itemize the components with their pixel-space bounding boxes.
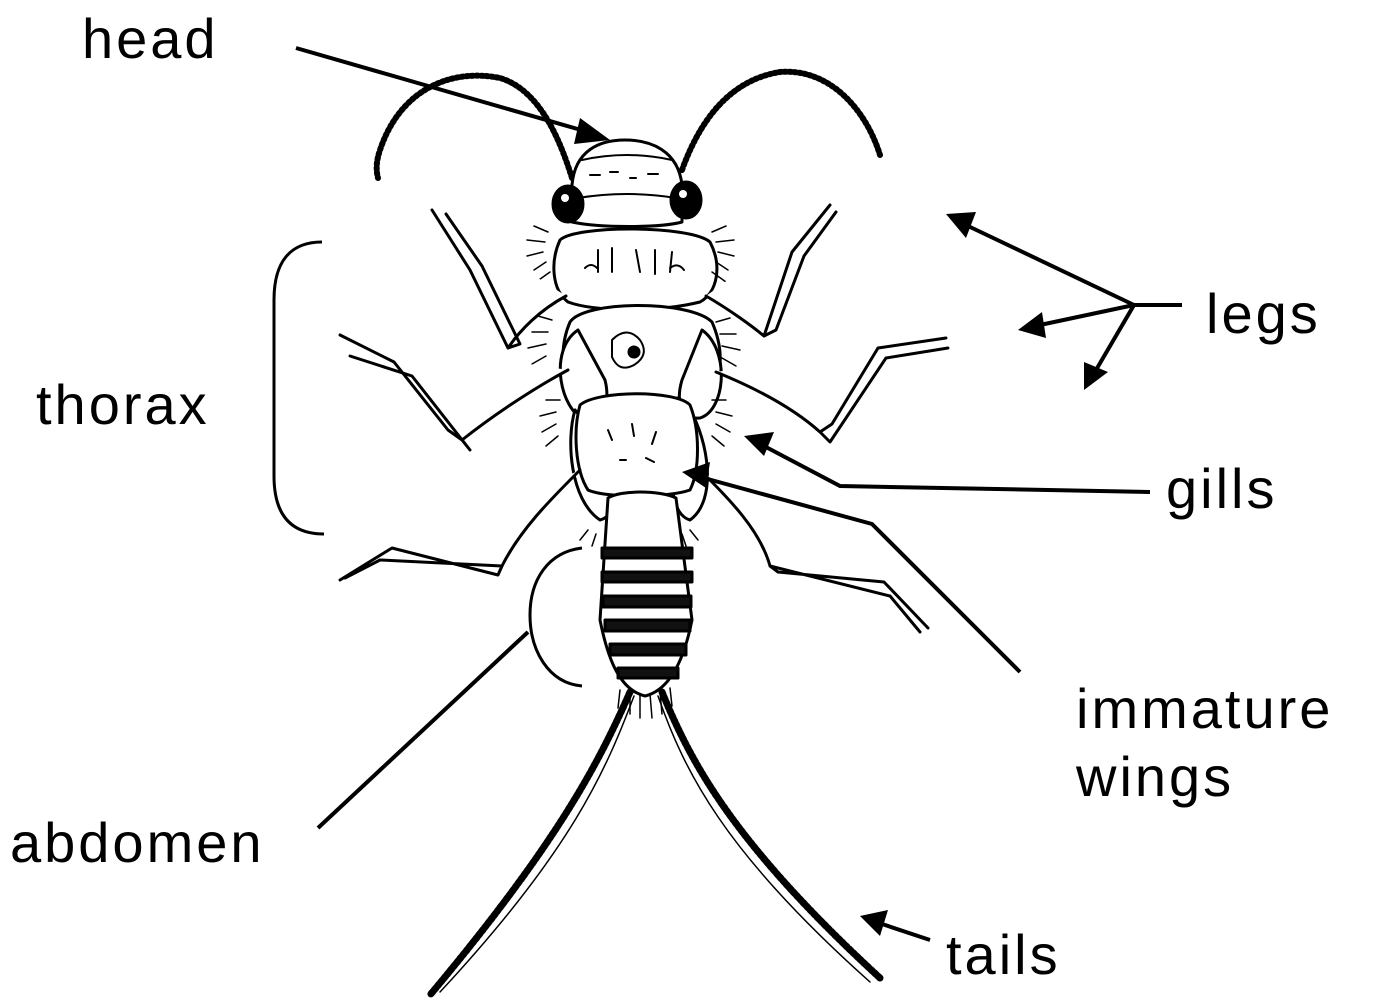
right-tail bbox=[662, 692, 880, 978]
head-pointer bbox=[296, 48, 588, 132]
abdomen-band bbox=[602, 548, 692, 558]
abdomen-band bbox=[603, 596, 691, 607]
legs-pointer-mid bbox=[1040, 305, 1134, 325]
left-antenna bbox=[377, 76, 572, 178]
legs-pointer-down bbox=[1096, 305, 1134, 370]
tails-drawing bbox=[430, 692, 880, 995]
hind-left-leg bbox=[340, 470, 580, 580]
left-tail bbox=[430, 692, 630, 995]
abdomen-segments bbox=[600, 492, 692, 718]
abdomen-pointer bbox=[318, 632, 528, 828]
leader-lines bbox=[296, 48, 1182, 940]
legs-arrowhead-up bbox=[946, 212, 976, 238]
label-legs: legs bbox=[1206, 282, 1321, 345]
front-right-leg bbox=[706, 205, 836, 336]
middle-left-leg bbox=[340, 335, 568, 450]
head-segment bbox=[553, 140, 701, 227]
right-eye bbox=[671, 182, 701, 218]
gills-pointer bbox=[764, 446, 1150, 492]
left-eye bbox=[553, 186, 583, 222]
label-thorax: thorax bbox=[36, 373, 210, 436]
abdomen-band bbox=[605, 620, 690, 631]
label-head: head bbox=[82, 7, 219, 70]
tails-pointer bbox=[882, 924, 930, 940]
metanotum bbox=[576, 394, 697, 496]
thorax-bracket bbox=[274, 242, 324, 534]
label-immature: immature bbox=[1076, 677, 1333, 740]
label-tails: tails bbox=[946, 923, 1061, 986]
abdomen-band bbox=[610, 644, 686, 655]
abdomen-band bbox=[618, 668, 678, 678]
right-antenna bbox=[682, 72, 880, 170]
head-arrowhead bbox=[574, 118, 610, 144]
label-wings: wings bbox=[1075, 745, 1234, 808]
abdomen-bracket bbox=[530, 548, 582, 686]
insect-drawing bbox=[340, 72, 948, 995]
pronotum bbox=[554, 229, 717, 310]
legs-pointer-up bbox=[968, 226, 1134, 305]
tails-arrowhead bbox=[860, 910, 888, 936]
hind-right-leg bbox=[700, 470, 928, 632]
label-gills: gills bbox=[1166, 457, 1277, 520]
gills-arrowhead bbox=[744, 432, 774, 456]
label-abdomen: abdomen bbox=[10, 811, 265, 874]
abdomen-band bbox=[602, 572, 692, 582]
legs-arrowhead-mid bbox=[1018, 312, 1046, 338]
middle-right-leg bbox=[716, 338, 948, 442]
